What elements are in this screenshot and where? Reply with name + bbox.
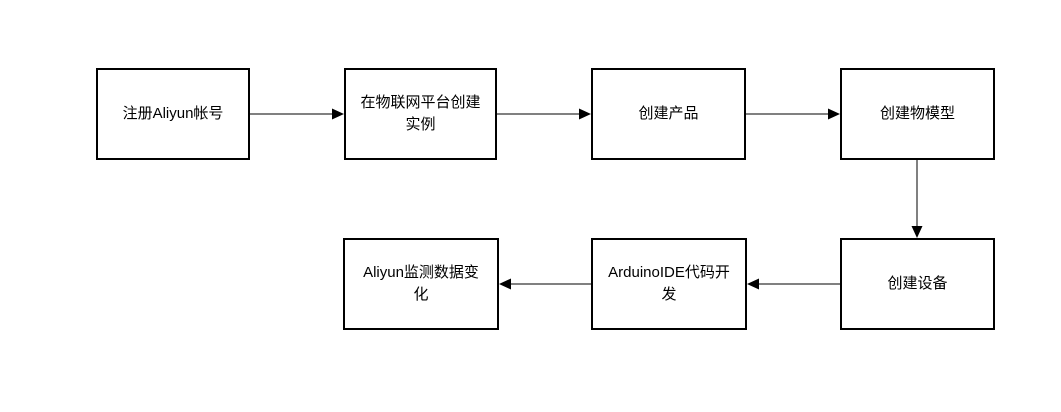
node-create-device: 创建设备	[840, 238, 995, 330]
node-label: 创建物模型	[879, 105, 955, 123]
node-create-product: 创建产品	[591, 68, 746, 160]
arrow-model-to-device	[911, 160, 923, 238]
node-label: 注册Aliyun帐号	[122, 105, 224, 123]
node-aliyun-monitor-data-change: Aliyun监测数据变化	[343, 238, 499, 330]
node-label: ArduinoIDE代码开发	[608, 264, 730, 303]
arrow-instance-to-product	[497, 108, 591, 120]
node-create-iot-platform-instance: 在物联网平台创建实例	[344, 68, 497, 160]
node-label: 创建设备	[887, 275, 948, 293]
node-label: Aliyun监测数据变化	[363, 264, 479, 303]
node-label: 创建产品	[638, 105, 699, 123]
node-register-aliyun-account: 注册Aliyun帐号	[96, 68, 250, 160]
arrow-arduino-to-monitor	[499, 278, 591, 290]
node-create-thing-model: 创建物模型	[840, 68, 995, 160]
node-arduino-ide-code-development: ArduinoIDE代码开发	[591, 238, 747, 330]
arrow-register-to-instance	[250, 108, 344, 120]
arrow-product-to-model	[746, 108, 840, 120]
arrow-device-to-arduino	[747, 278, 840, 290]
node-label: 在物联网平台创建实例	[360, 94, 481, 133]
